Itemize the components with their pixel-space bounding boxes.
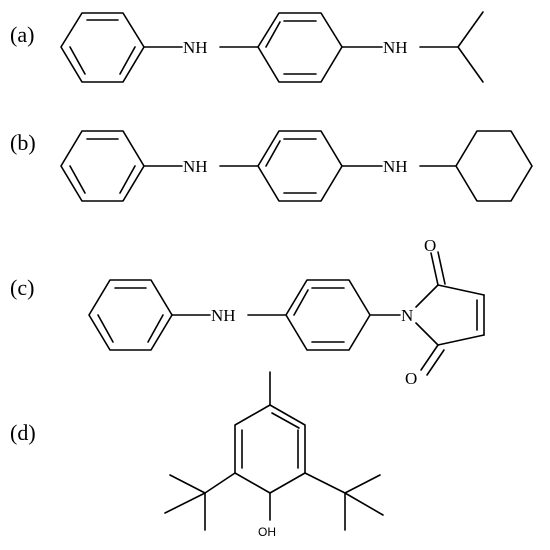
panel-c-o-top: O bbox=[424, 236, 436, 255]
panel-c-phenyl-ring bbox=[88, 279, 173, 351]
panel-d-tert-butyl-right bbox=[304, 472, 384, 531]
panel-d-oh: OH bbox=[258, 525, 276, 539]
panel-d-phenol-ring bbox=[234, 404, 306, 494]
panel-c-maleimide-ring bbox=[415, 251, 485, 376]
panel-d: (d) OH bbox=[10, 371, 384, 539]
panel-c-n: N bbox=[401, 306, 413, 325]
panel-c-nh: NH bbox=[211, 306, 236, 325]
panel-b-nh-2: NH bbox=[383, 157, 408, 176]
panel-b-phenyl-ring bbox=[60, 130, 145, 202]
panel-a-phenyl-ring bbox=[60, 12, 145, 83]
panel-c-o-bottom: O bbox=[405, 369, 417, 388]
panel-b: (b) NH NH bbox=[10, 130, 533, 202]
panel-b-para-phenylene-ring bbox=[257, 130, 343, 202]
panel-b-cyclohexyl-ring bbox=[455, 130, 533, 202]
panel-c: (c) NH N O bbox=[10, 236, 485, 388]
panel-a-nh-2: NH bbox=[383, 38, 408, 57]
panel-a-label: (a) bbox=[10, 22, 34, 47]
panel-c-label: (c) bbox=[10, 275, 34, 300]
panel-a-isopropyl-group bbox=[419, 11, 484, 83]
panel-c-para-phenylene-ring bbox=[285, 279, 371, 351]
panel-b-nh-1: NH bbox=[183, 157, 208, 176]
panel-a-nh-1: NH bbox=[183, 38, 208, 57]
panel-d-tert-butyl-left bbox=[164, 472, 236, 531]
panel-b-label: (b) bbox=[10, 130, 36, 155]
panel-a-para-phenylene-ring bbox=[257, 12, 343, 83]
panel-d-label: (d) bbox=[10, 420, 36, 445]
panel-a: (a) NH NH bbox=[10, 11, 484, 83]
